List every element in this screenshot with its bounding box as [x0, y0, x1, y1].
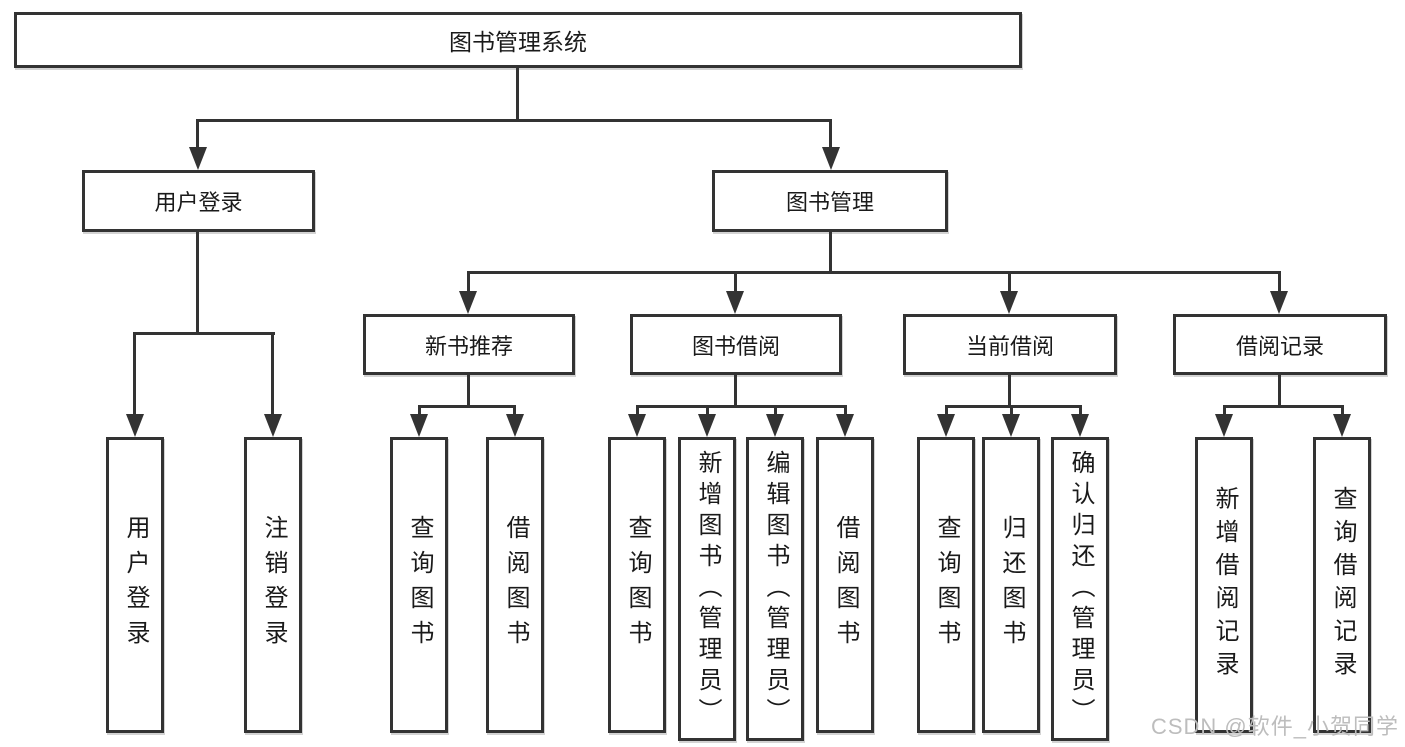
arrow-down-icon [698, 414, 716, 437]
connector [133, 332, 275, 335]
connector [513, 405, 516, 416]
connector [467, 374, 470, 407]
leaf-borrow-books: 借阅图书 [816, 437, 874, 733]
leaf-label: 新增借阅记录 [1211, 486, 1238, 684]
leaf-label: 确认归还（管理员） [1067, 449, 1094, 729]
leaf-label: 借阅图书 [832, 515, 859, 655]
arrow-down-icon [766, 414, 784, 437]
connector [636, 405, 846, 408]
connector [1223, 405, 1226, 416]
leaf-label: 查询图书 [406, 515, 433, 655]
connector [774, 405, 777, 416]
arrow-down-icon [822, 147, 840, 170]
node-borrow-records: 借阅记录 [1173, 314, 1387, 375]
node-root-library-system: 图书管理系统 [14, 12, 1022, 68]
connector [1010, 405, 1013, 416]
arrow-down-icon [264, 414, 282, 437]
node-new-book-recommend: 新书推荐 [363, 314, 575, 375]
connector [1223, 405, 1343, 408]
connector [829, 231, 832, 274]
arrow-down-icon [1071, 414, 1089, 437]
leaf-label: 归还图书 [998, 515, 1025, 655]
arrow-down-icon [1000, 291, 1018, 314]
arrow-down-icon [726, 291, 744, 314]
arrow-down-icon [1215, 414, 1233, 437]
arrow-down-icon [937, 414, 955, 437]
leaf-add-book-admin: 新增图书（管理员） [678, 437, 736, 741]
connector [271, 332, 274, 414]
leaf-label: 编辑图书（管理员） [762, 449, 789, 729]
connector [133, 332, 136, 414]
leaf-query-books-current: 查询图书 [917, 437, 975, 733]
node-current-borrow: 当前借阅 [903, 314, 1117, 375]
connector [945, 405, 948, 416]
connector [467, 271, 470, 293]
node-user-login: 用户登录 [82, 170, 315, 232]
leaf-label: 注销登录 [260, 515, 287, 655]
connector [829, 119, 832, 149]
connector [945, 405, 1081, 408]
arrow-down-icon [628, 414, 646, 437]
arrow-down-icon [189, 147, 207, 170]
connector [196, 119, 832, 122]
leaf-confirm-return-admin: 确认归还（管理员） [1051, 437, 1109, 741]
leaf-borrow-books-recommend: 借阅图书 [486, 437, 544, 733]
leaf-query-borrow-record: 查询借阅记录 [1313, 437, 1371, 733]
arrow-down-icon [836, 414, 854, 437]
connector [467, 271, 1281, 274]
connector [1341, 405, 1344, 416]
connector [734, 271, 737, 293]
arrow-down-icon [506, 414, 524, 437]
node-book-management: 图书管理 [712, 170, 948, 232]
leaf-label: 用户登录 [122, 515, 149, 655]
leaf-user-login: 用户登录 [106, 437, 164, 733]
connector [1278, 271, 1281, 293]
connector [1079, 405, 1082, 416]
arrow-down-icon [1002, 414, 1020, 437]
leaf-label: 查询图书 [933, 515, 960, 655]
connector [1008, 374, 1011, 407]
leaf-query-books-recommend: 查询图书 [390, 437, 448, 733]
connector [196, 231, 199, 334]
leaf-label: 查询图书 [624, 515, 651, 655]
leaf-return-book: 归还图书 [982, 437, 1040, 733]
connector [636, 405, 639, 416]
arrow-down-icon [459, 291, 477, 314]
arrow-down-icon [1270, 291, 1288, 314]
leaf-logout: 注销登录 [244, 437, 302, 733]
leaf-label: 查询借阅记录 [1329, 486, 1356, 684]
leaf-label: 新增图书（管理员） [694, 449, 721, 729]
leaf-add-borrow-record: 新增借阅记录 [1195, 437, 1253, 733]
leaf-label: 借阅图书 [502, 515, 529, 655]
connector [418, 405, 516, 408]
arrow-down-icon [126, 414, 144, 437]
node-book-borrow: 图书借阅 [630, 314, 842, 375]
connector [706, 405, 709, 416]
connector [844, 405, 847, 416]
csdn-watermark: CSDN @软件_小贺同学 [1150, 714, 1399, 739]
connector [1008, 271, 1011, 293]
connector [1278, 374, 1281, 407]
connector [418, 405, 421, 416]
arrow-down-icon [410, 414, 428, 437]
connector [516, 67, 519, 121]
connector [196, 119, 199, 149]
leaf-query-books-borrow: 查询图书 [608, 437, 666, 733]
connector [734, 374, 737, 407]
arrow-down-icon [1333, 414, 1351, 437]
leaf-edit-book-admin: 编辑图书（管理员） [746, 437, 804, 741]
